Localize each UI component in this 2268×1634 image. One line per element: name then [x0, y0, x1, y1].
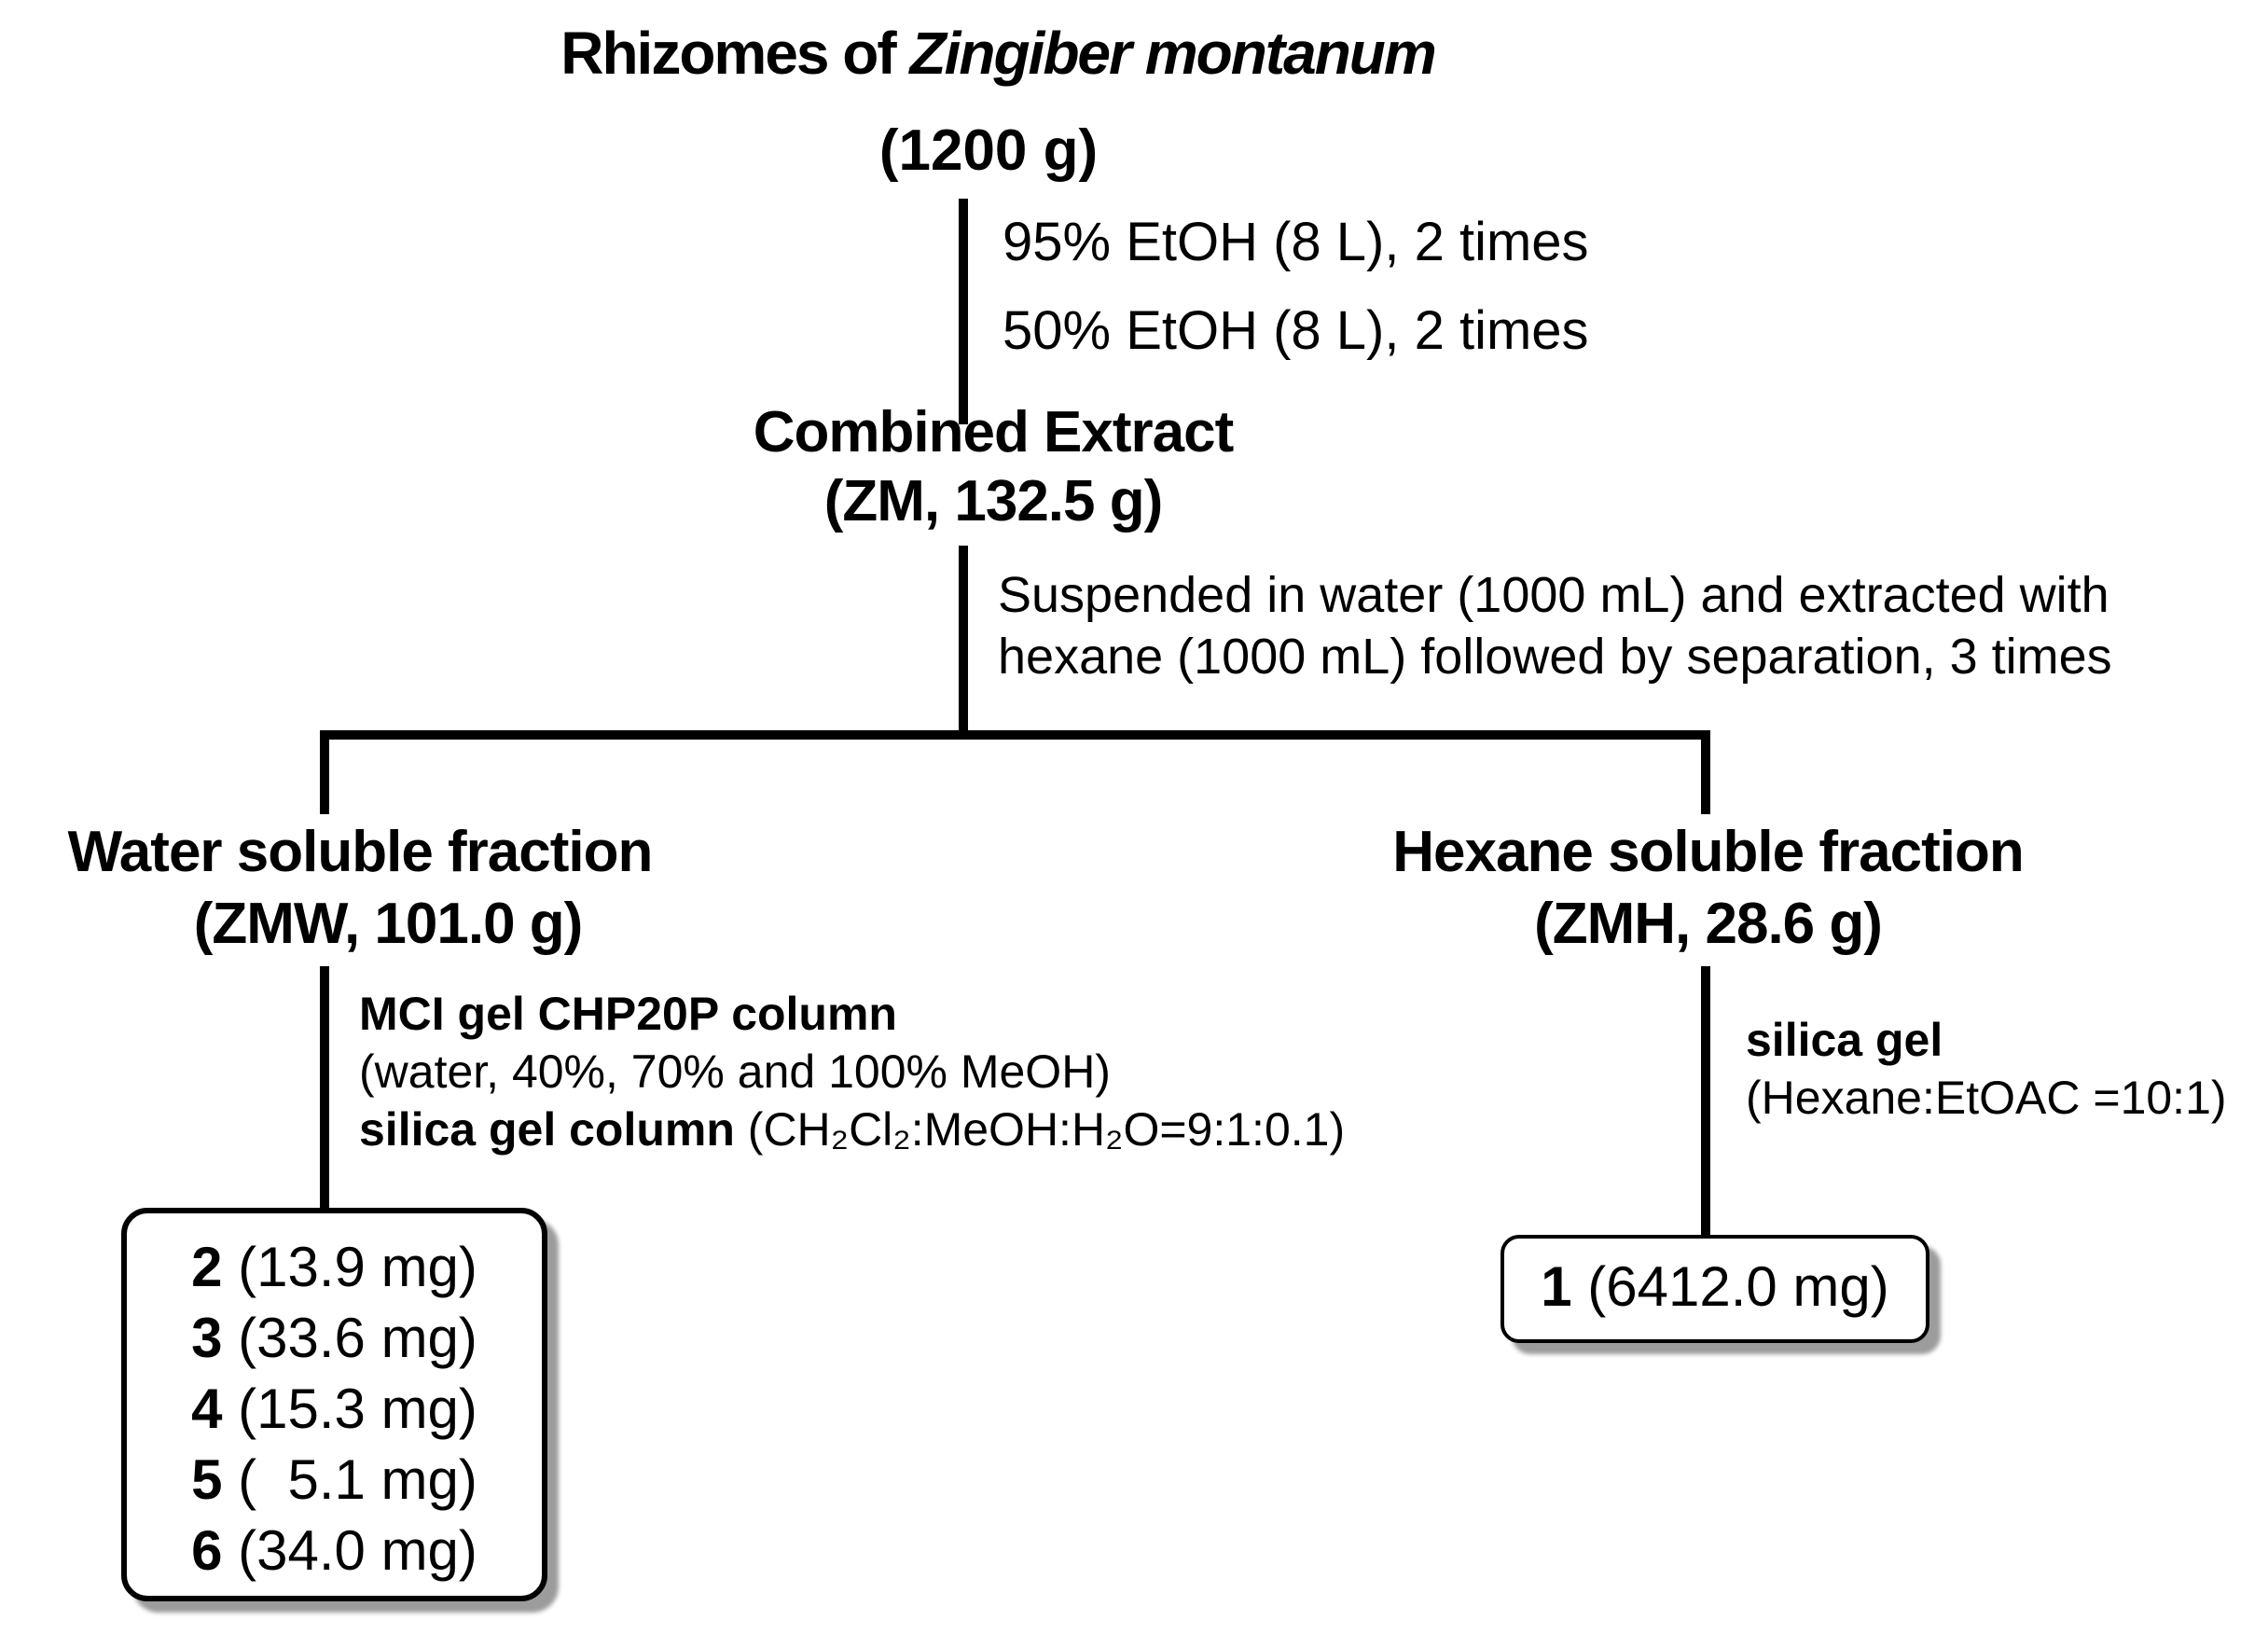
compound-row: 6 (34.0 mg): [127, 1516, 542, 1586]
compound-amount: (15.3 mg): [222, 1378, 477, 1440]
compound-id: 2: [191, 1236, 223, 1298]
compound-amount: (13.9 mg): [222, 1236, 477, 1298]
root-material-amount: (1200 g): [878, 118, 1099, 183]
branch-horizontal-line: [320, 730, 1710, 740]
compound-amount: (34.0 mg): [222, 1519, 477, 1582]
extraction-step-2: 50% EtOH (8 L), 2 times: [1003, 300, 1589, 361]
compound-row: 4 (15.3 mg): [127, 1374, 542, 1445]
flow-line-water-to-compounds: [320, 966, 329, 1208]
compound-id: 6: [191, 1519, 223, 1582]
compound-amount: (33.6 mg): [222, 1307, 477, 1369]
partition-note-line-1: Suspended in water (1000 mL) and extract…: [998, 567, 2109, 623]
compound-id: 5: [191, 1448, 223, 1511]
water-fraction-name: Water soluble fraction: [67, 820, 654, 884]
compound-amount: ( 5.1 mg): [222, 1448, 477, 1511]
flow-line-root-to-combined: [959, 199, 968, 424]
water-column-step-2-detail: (CH₂Cl₂:MeOH:H₂O=9:1:0.1): [734, 1103, 1346, 1156]
compound-row: 3 (33.6 mg): [127, 1303, 542, 1374]
combined-extract-amount: (ZM, 132.5 g): [823, 469, 1164, 533]
root-material-prefix: Rhizomes of: [560, 20, 910, 87]
hexane-fraction-name: Hexane soluble fraction: [1392, 820, 2024, 884]
compound-id: 1: [1541, 1255, 1572, 1318]
extraction-step-1: 95% EtOH (8 L), 2 times: [1003, 212, 1589, 272]
compound-amount: (6412.0 mg): [1571, 1255, 1889, 1318]
partition-note-line-2: hexane (1000 mL) followed by separation,…: [998, 629, 2112, 685]
water-column-step-2-bold: silica gel column: [359, 1103, 735, 1156]
flow-line-combined-to-branch: [959, 546, 968, 732]
root-material-title: Rhizomes of Zingiber montanum: [354, 19, 1641, 88]
hexane-fraction-amount: (ZMH, 28.6 g): [1534, 892, 1883, 956]
compound-row: 1 (6412.0 mg): [1504, 1239, 1926, 1336]
hexane-column-step-1-detail: (Hexane:EtOAC =10:1): [1746, 1072, 2227, 1124]
branch-drop-right: [1701, 730, 1710, 814]
compound-row: 5 ( 5.1 mg): [127, 1445, 542, 1516]
water-column-step-2: silica gel column (CH₂Cl₂:MeOH:H₂O=9:1:0…: [359, 1102, 1345, 1156]
root-material-species: Zingiber montanum: [909, 20, 1436, 87]
flow-line-hexane-to-compounds: [1701, 966, 1710, 1235]
water-fraction-amount: (ZMW, 101.0 g): [193, 892, 584, 956]
compound-row: 2 (13.9 mg): [127, 1232, 542, 1303]
water-column-step-1: MCI gel CHP20P column: [359, 988, 897, 1040]
combined-extract-name: Combined Extract: [753, 400, 1235, 464]
branch-drop-left: [320, 730, 329, 814]
hexane-compounds-box: 1 (6412.0 mg): [1500, 1235, 1929, 1343]
water-column-step-1-detail: (water, 40%, 70% and 100% MeOH): [359, 1045, 1111, 1098]
compound-id: 3: [191, 1307, 223, 1369]
compound-id: 4: [191, 1378, 223, 1440]
water-compounds-box: 2 (13.9 mg) 3 (33.6 mg) 4 (15.3 mg) 5 ( …: [121, 1208, 547, 1601]
hexane-column-step-1: silica gel: [1746, 1014, 1943, 1066]
